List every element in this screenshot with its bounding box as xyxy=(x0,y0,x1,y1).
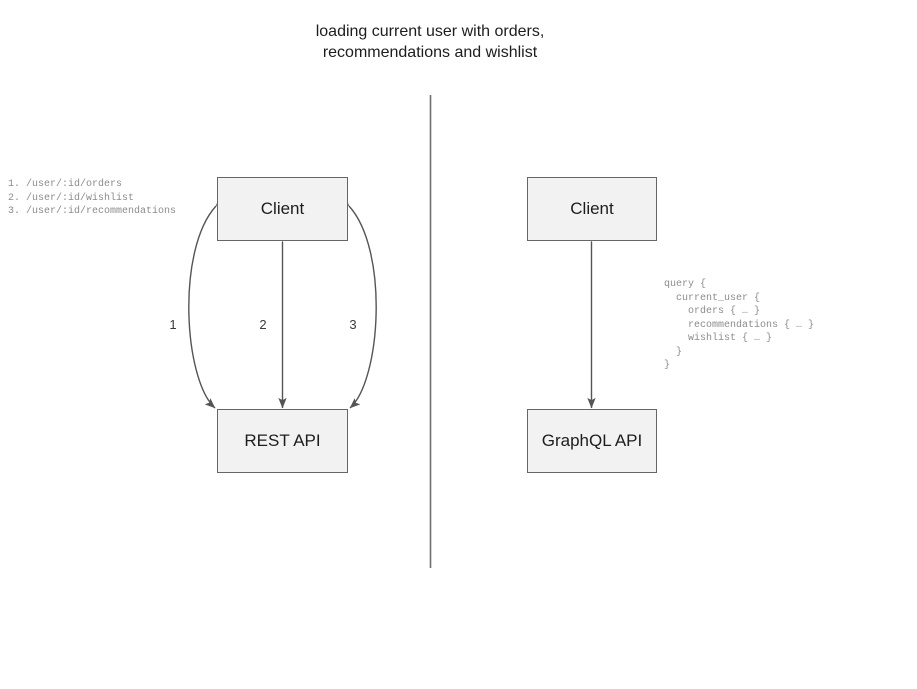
node-client-rest-label: Client xyxy=(260,199,305,218)
edge-label-1: 1 xyxy=(169,317,177,332)
diagram-title: loading current user with orders, recomm… xyxy=(315,23,545,61)
node-rest-api[interactable]: REST API xyxy=(217,409,348,473)
edge-label-2: 2 xyxy=(259,317,267,332)
node-client-rest[interactable]: Client xyxy=(217,177,348,241)
arrow-rest-1 xyxy=(188,195,226,409)
node-client-graphql-label: Client xyxy=(570,199,614,218)
rest-endpoint-list: 1. /user/:id/orders 2. /user/:id/wishlis… xyxy=(8,179,177,217)
arrow-rest-3 xyxy=(339,195,377,409)
edge-label-3: 3 xyxy=(349,317,357,332)
node-graphql-api-label: GraphQL API xyxy=(541,431,643,450)
node-graphql-api[interactable]: GraphQL API xyxy=(527,409,657,473)
node-client-graphql[interactable]: Client xyxy=(527,177,657,241)
graphql-query-snippet: query { current_user { orders { … } reco… xyxy=(664,279,815,371)
node-rest-api-label: REST API xyxy=(244,431,321,450)
